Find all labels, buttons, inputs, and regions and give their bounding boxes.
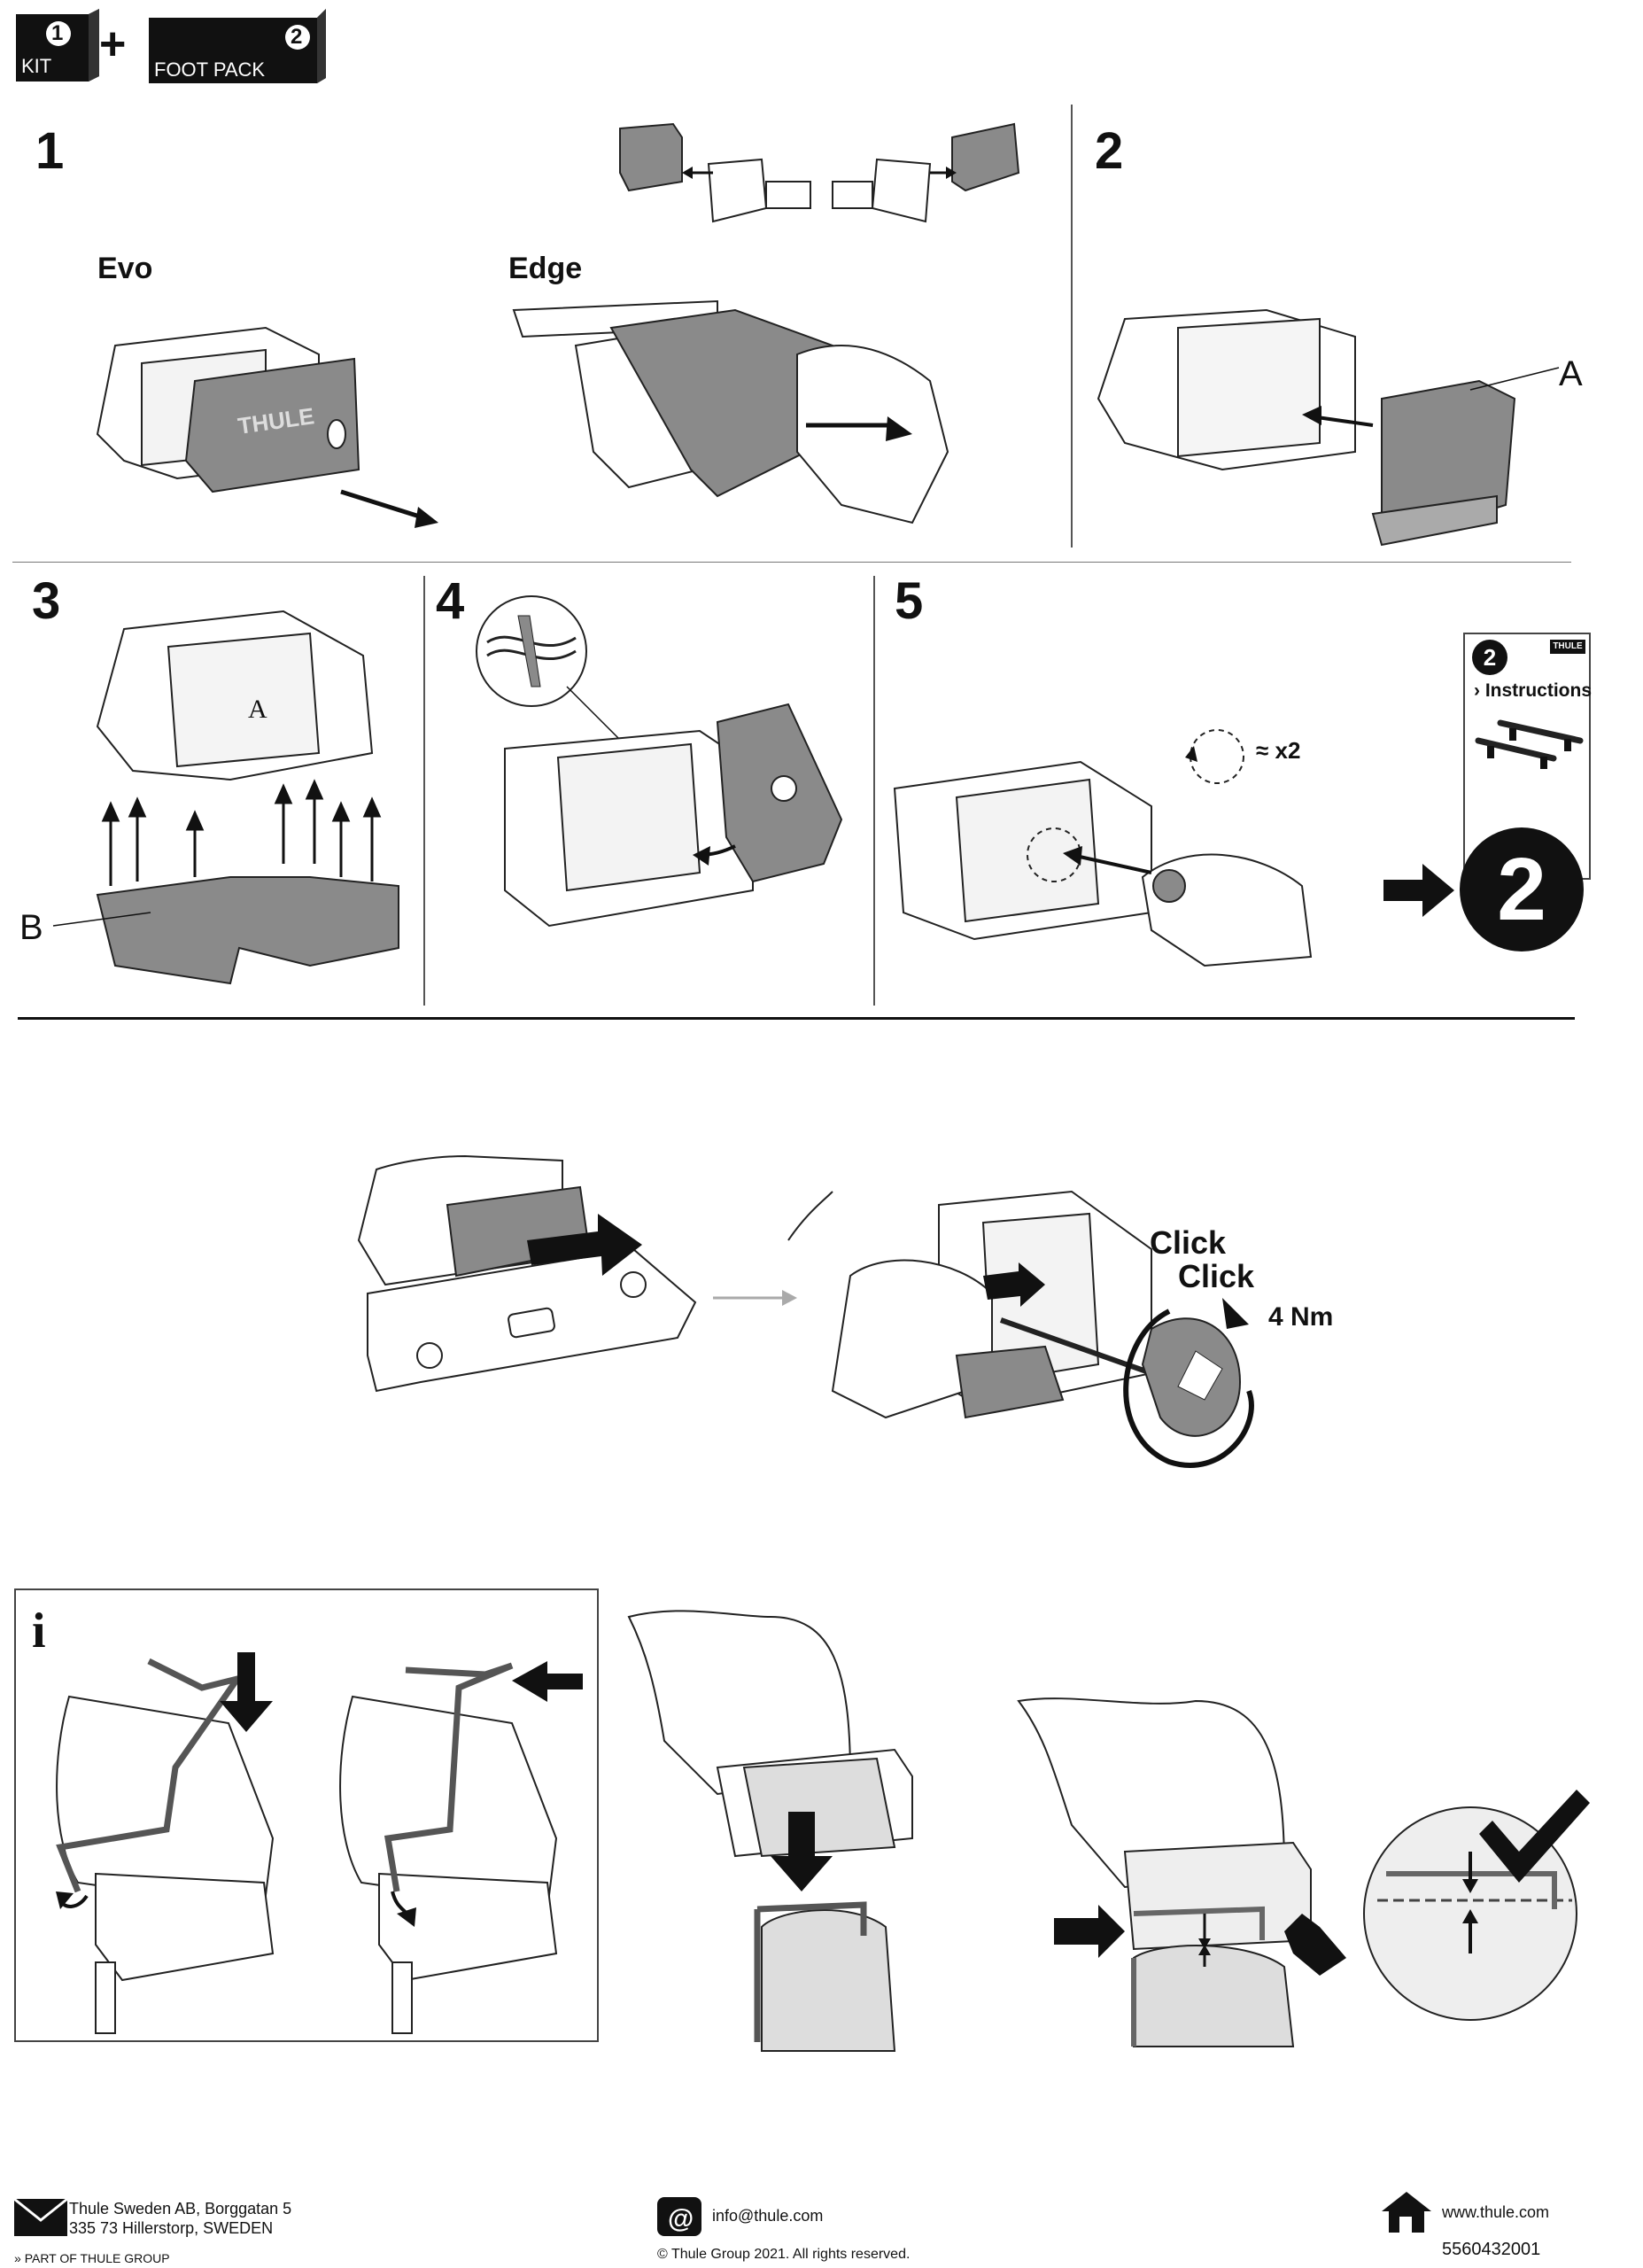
footer-website[interactable]: www.thule.com — [1442, 2203, 1550, 2221]
torque-value: 4 Nm — [1268, 1302, 1334, 1332]
info-panel: i — [14, 1588, 599, 2042]
envelope-icon — [13, 2197, 68, 2236]
click-text-2: Click — [1178, 1258, 1255, 1294]
footer-email[interactable]: info@thule.com — [712, 2207, 824, 2225]
svg-text:@: @ — [668, 2204, 694, 2233]
divider-horizontal-main — [18, 1017, 1575, 1020]
step5-illustration — [893, 729, 1313, 967]
edge-adapter-illustration — [619, 122, 1020, 223]
divider-vertical-step1-2 — [1071, 105, 1073, 548]
divider-horizontal-top — [12, 562, 1571, 563]
step-number-3: 3 — [32, 572, 61, 630]
instructions-card-brand: THULE — [1550, 640, 1585, 654]
torque-tighten-illustration — [787, 1190, 1254, 1468]
big-step-two-circle: 2 — [1460, 827, 1584, 951]
clip-position-left-illustration — [56, 1652, 275, 2034]
instructions-card-number-badge: 2 — [1472, 640, 1507, 675]
clip-position-right-illustration — [339, 1661, 583, 2034]
footer-doc-number: 5560432001 — [1442, 2240, 1541, 2259]
part-a-mark-step3: A — [248, 695, 267, 724]
info-icon: i — [32, 1604, 46, 1658]
address-line1: Thule Sweden AB, Borggatan 5 — [69, 2200, 292, 2218]
footpack-number: 2 — [291, 25, 303, 49]
kit-number: 1 — [51, 21, 64, 45]
callout-b-step3: B — [19, 908, 43, 947]
edge-foot-illustration — [512, 299, 949, 524]
footpack-box: 2 FOOT PACK — [149, 9, 326, 83]
step2-illustration — [1097, 308, 1560, 547]
plus-sign: + — [99, 19, 127, 70]
at-sign-icon: @ — [657, 2197, 701, 2236]
step-number-4: 4 — [436, 572, 465, 630]
chevron-right-icon: » — [14, 2251, 25, 2265]
divider-vertical-step3-4 — [423, 576, 425, 1006]
label-evo: Evo — [97, 252, 153, 285]
footer-copyright: © Thule Group 2021. All rights reserved. — [657, 2247, 911, 2262]
step-number-5: 5 — [895, 572, 924, 630]
roof-bars-icon — [1475, 719, 1584, 769]
callout-a-step2: A — [1559, 354, 1583, 393]
kit-box: 1 KIT — [16, 9, 99, 82]
step3-illustration: A — [52, 610, 399, 985]
address-line2: 335 73 Hillerstorp, SWEDEN — [69, 2219, 274, 2237]
step4-illustration — [476, 595, 843, 928]
bracket-insert-illustration — [357, 1154, 697, 1393]
kit-label: KIT — [21, 55, 52, 77]
step-number-2: 2 — [1095, 122, 1124, 180]
footpack-label: FOOT PACK — [154, 58, 266, 81]
evo-foot-illustration: THULE — [96, 326, 438, 528]
step-number-1: 1 — [35, 122, 65, 180]
home-icon — [1382, 2192, 1431, 2233]
footer-address: Thule Sweden AB, Borggatan 5 335 73 Hill… — [69, 2199, 291, 2238]
foot-lowering-illustration — [627, 1610, 913, 2052]
foot-clamp-illustration — [1017, 1697, 1346, 2047]
gray-flow-arrow — [713, 1290, 797, 1306]
zoom-detail-checkmark-illustration — [1363, 1790, 1590, 2021]
divider-vertical-step4-5 — [873, 576, 875, 1006]
arrow-to-instructions-icon — [1383, 864, 1454, 917]
rotation-count: ≈ x2 — [1256, 737, 1301, 764]
label-edge: Edge — [508, 252, 583, 285]
click-text-1: Click — [1150, 1224, 1227, 1261]
instructions-card-text: › Instructions — [1474, 680, 1593, 701]
footer-group: » PART OF THULE GROUP — [14, 2251, 170, 2265]
